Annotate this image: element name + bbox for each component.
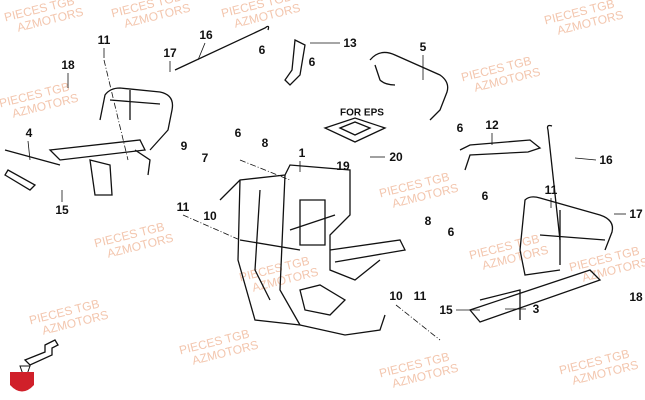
callout-11: 11 bbox=[544, 183, 558, 197]
leader-lines bbox=[27, 42, 626, 341]
callout-12: 12 bbox=[485, 118, 499, 132]
callout-10: 10 bbox=[203, 209, 217, 223]
eps-plate-part-19 bbox=[323, 117, 387, 143]
callout-15: 15 bbox=[55, 203, 69, 217]
callout-8: 8 bbox=[261, 136, 269, 150]
callout-18: 18 bbox=[629, 290, 643, 304]
callout-3: 3 bbox=[532, 302, 540, 316]
main-frame-part-1 bbox=[219, 164, 406, 336]
callout-17: 17 bbox=[163, 46, 177, 60]
callout-9: 9 bbox=[180, 139, 188, 153]
bar-part-5 bbox=[369, 51, 449, 121]
callout-7: 7 bbox=[201, 151, 209, 165]
callout-16: 16 bbox=[199, 28, 213, 42]
callout-18: 18 bbox=[61, 58, 75, 72]
callout-6: 6 bbox=[258, 43, 266, 57]
callout-8: 8 bbox=[424, 214, 432, 228]
callout-16: 16 bbox=[599, 153, 613, 167]
rear-rack-part-4 bbox=[4, 87, 174, 196]
callout-19: 19 bbox=[336, 159, 350, 173]
for-eps-note: FOR EPS bbox=[340, 107, 384, 119]
callout-11: 11 bbox=[413, 289, 427, 303]
callout-5: 5 bbox=[419, 40, 427, 54]
callout-11: 11 bbox=[97, 33, 111, 47]
callout-15: 15 bbox=[439, 303, 453, 317]
callout-1: 1 bbox=[298, 146, 306, 160]
callout-6: 6 bbox=[447, 225, 455, 239]
callout-20: 20 bbox=[389, 150, 403, 164]
callout-13: 13 bbox=[343, 36, 357, 50]
front-rack-part-3 bbox=[468, 196, 614, 323]
callout-6: 6 bbox=[308, 55, 316, 69]
rod-part-16-right bbox=[546, 124, 561, 241]
callout-6: 6 bbox=[234, 126, 242, 140]
brand-shield-logo-icon bbox=[10, 372, 34, 392]
rod-part-16 bbox=[174, 25, 270, 71]
callout-11: 11 bbox=[176, 200, 190, 214]
callout-17: 17 bbox=[629, 207, 643, 221]
bracket-part-13 bbox=[284, 38, 306, 86]
callout-6: 6 bbox=[481, 189, 489, 203]
callout-4: 4 bbox=[25, 126, 33, 140]
bar-part-12 bbox=[459, 139, 542, 171]
callout-10: 10 bbox=[389, 289, 403, 303]
callout-6: 6 bbox=[456, 121, 464, 135]
